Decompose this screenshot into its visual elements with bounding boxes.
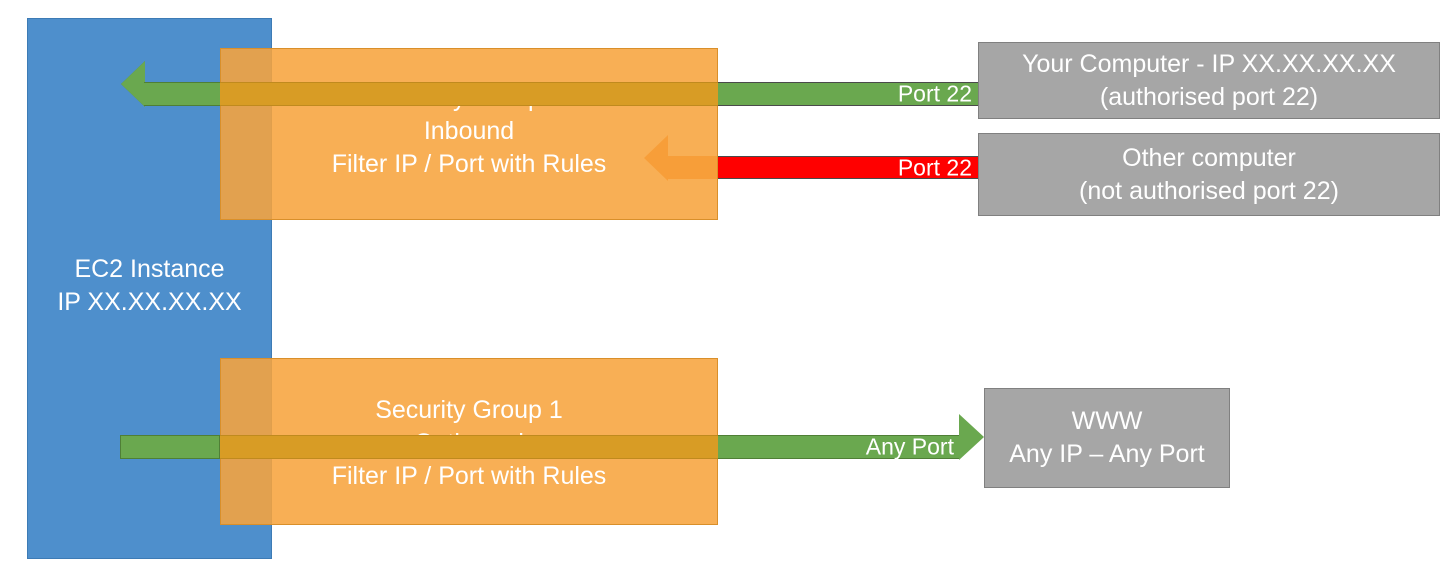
connection-port22-allowed: Port 22 bbox=[718, 80, 978, 107]
outbound-arrowhead-icon bbox=[959, 414, 984, 460]
sg-inbound-line3: Filter IP / Port with Rules bbox=[331, 150, 607, 178]
sg-inbound-line2: Inbound bbox=[423, 117, 515, 145]
your-computer-line2: (authorised port 22) bbox=[1099, 82, 1319, 111]
any-port-label: Any Port bbox=[865, 433, 954, 460]
sg-outbound-line3: Filter IP / Port with Rules bbox=[331, 462, 607, 490]
connection-port22-denied: Port 22 bbox=[718, 154, 978, 180]
inbound-allow-line-through-sg bbox=[220, 82, 718, 106]
port22-denied-label: Port 22 bbox=[897, 154, 972, 180]
ec2-instance-name: EC2 Instance bbox=[74, 255, 225, 283]
your-computer-line1: Your Computer - IP XX.XX.XX.XX bbox=[1022, 49, 1396, 78]
port22-allowed-label: Port 22 bbox=[897, 80, 972, 107]
endpoint-other-computer: Other computer (not authorised port 22) bbox=[978, 133, 1440, 216]
inbound-allow-arrow-shaft bbox=[144, 82, 220, 106]
security-group-inbound-box: Security Group 1 Inbound Filter IP / Por… bbox=[220, 48, 718, 220]
ec2-instance-ip: IP XX.XX.XX.XX bbox=[57, 288, 242, 316]
ec2-instance-label: EC2 Instance IP XX.XX.XX.XX bbox=[27, 253, 272, 319]
outbound-arrow-stub bbox=[120, 435, 220, 459]
endpoint-www: WWW Any IP – Any Port bbox=[984, 388, 1230, 488]
www-line2: Any IP – Any Port bbox=[1009, 440, 1205, 468]
inbound-allow-arrowhead-icon bbox=[121, 61, 145, 107]
other-computer-line2: (not authorised port 22) bbox=[1079, 176, 1339, 205]
connection-outbound-any-port: Any Port bbox=[718, 433, 960, 460]
www-line1: WWW bbox=[1071, 407, 1143, 435]
outbound-line-through-sg bbox=[220, 435, 718, 459]
sg-outbound-line1: Security Group 1 bbox=[375, 396, 563, 424]
endpoint-your-computer: Your Computer - IP XX.XX.XX.XX (authoris… bbox=[978, 42, 1440, 119]
other-computer-line1: Other computer bbox=[1122, 143, 1296, 172]
